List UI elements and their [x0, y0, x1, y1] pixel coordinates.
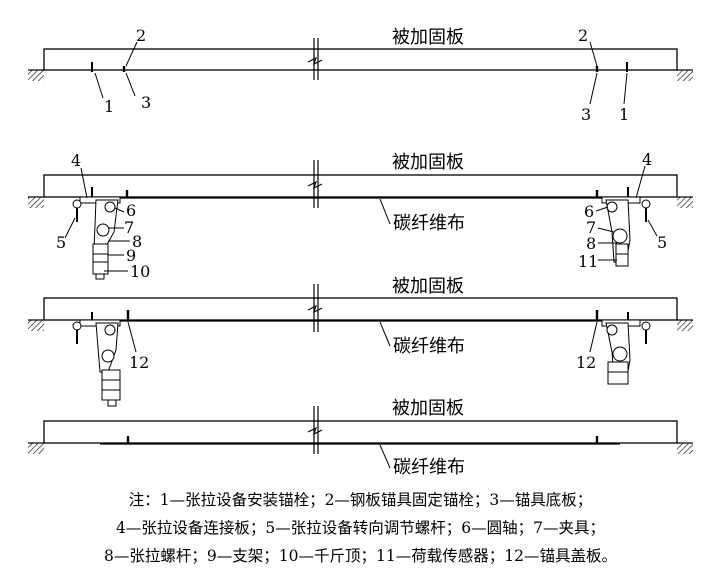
- break-mark: [307, 160, 323, 208]
- tensioning-device-left: [72, 187, 129, 280]
- callout-label: 4: [71, 151, 81, 170]
- callout-label: 11: [578, 252, 598, 271]
- leader-line: [379, 198, 391, 225]
- leader-line: [589, 72, 598, 105]
- break-mark: [307, 406, 323, 454]
- legend-note-line-1: 注：1—张拉设备安装锚栓；2—钢板锚具固定锚栓；3—锚具底板；: [128, 491, 593, 509]
- concrete-slab: [43, 420, 678, 444]
- callout-label: 5: [56, 233, 66, 252]
- callout-label: 4: [642, 150, 652, 169]
- callout-label: 7: [124, 218, 134, 237]
- callout-label: 9: [126, 246, 136, 265]
- leader-line: [80, 167, 88, 199]
- leader-line: [635, 165, 646, 199]
- leader-line: [379, 321, 391, 347]
- leader-line: [589, 321, 598, 353]
- leader-line: [379, 444, 391, 469]
- callout-label: 2: [578, 26, 588, 45]
- break-mark: [307, 38, 323, 80]
- leader-line: [589, 41, 598, 67]
- concrete-slab: [43, 48, 678, 71]
- callout-label: 1: [619, 105, 629, 124]
- panel-1: 被加固板 2 1 3 2 3 1: [28, 26, 693, 124]
- plate-label: 被加固板: [392, 398, 464, 419]
- cfrp-label: 碳纤维布: [393, 336, 465, 357]
- tensioning-device-right: [595, 187, 651, 267]
- panel-2: 被加固板 碳纤维布 4 6 7 8 5 9 10: [28, 150, 693, 281]
- panel-3: 被加固板 碳纤维布 12: [28, 276, 693, 407]
- support-right: [677, 69, 693, 81]
- callout-label: 8: [586, 234, 596, 253]
- plate-label: 被加固板: [392, 27, 464, 48]
- leader-line: [647, 219, 658, 237]
- callout-label: 1: [104, 97, 114, 116]
- callout-label: 2: [136, 26, 146, 45]
- leader-line: [64, 217, 76, 239]
- leader-line: [94, 72, 104, 99]
- plate-label: 被加固板: [392, 276, 464, 297]
- callout-label: 8: [132, 232, 142, 251]
- cfrp-label: 碳纤维布: [393, 457, 465, 478]
- leader-line: [595, 206, 609, 212]
- callout-label: 10: [130, 262, 150, 281]
- leader-line: [125, 41, 138, 67]
- leader-line: [597, 227, 615, 233]
- callout-label: 6: [584, 202, 594, 221]
- leader-line: [623, 72, 628, 105]
- callout-label: 5: [657, 233, 667, 252]
- leader-line: [127, 321, 137, 353]
- tensioning-device-right: [595, 310, 651, 385]
- legend-note-line-3: 8—张拉螺杆；9—支架；10—千斤顶；11—荷载传感器；12—锚具盖板。: [104, 547, 617, 565]
- callout-label: 12: [576, 353, 596, 372]
- tensioning-device-left: [72, 310, 130, 407]
- callout-label: 3: [141, 93, 151, 112]
- concrete-slab: [43, 297, 678, 321]
- callout-label: 6: [126, 201, 136, 220]
- legend-note-line-2: 4—张拉设备连接板；5—张拉设备转向调节螺杆；6—圆轴；7—夹具；: [116, 519, 605, 537]
- callout-label: 7: [586, 218, 596, 237]
- support-left: [28, 69, 44, 81]
- concrete-slab: [43, 174, 678, 198]
- callout-label: 3: [581, 105, 591, 124]
- plate-label: 被加固板: [392, 152, 464, 173]
- cfrp-label: 碳纤维布: [393, 213, 465, 234]
- callout-label: 12: [129, 353, 149, 372]
- leader-line: [125, 72, 136, 97]
- leader-line: [114, 207, 125, 213]
- break-mark: [307, 284, 323, 332]
- panel-4: 被加固板 碳纤维布: [28, 398, 693, 478]
